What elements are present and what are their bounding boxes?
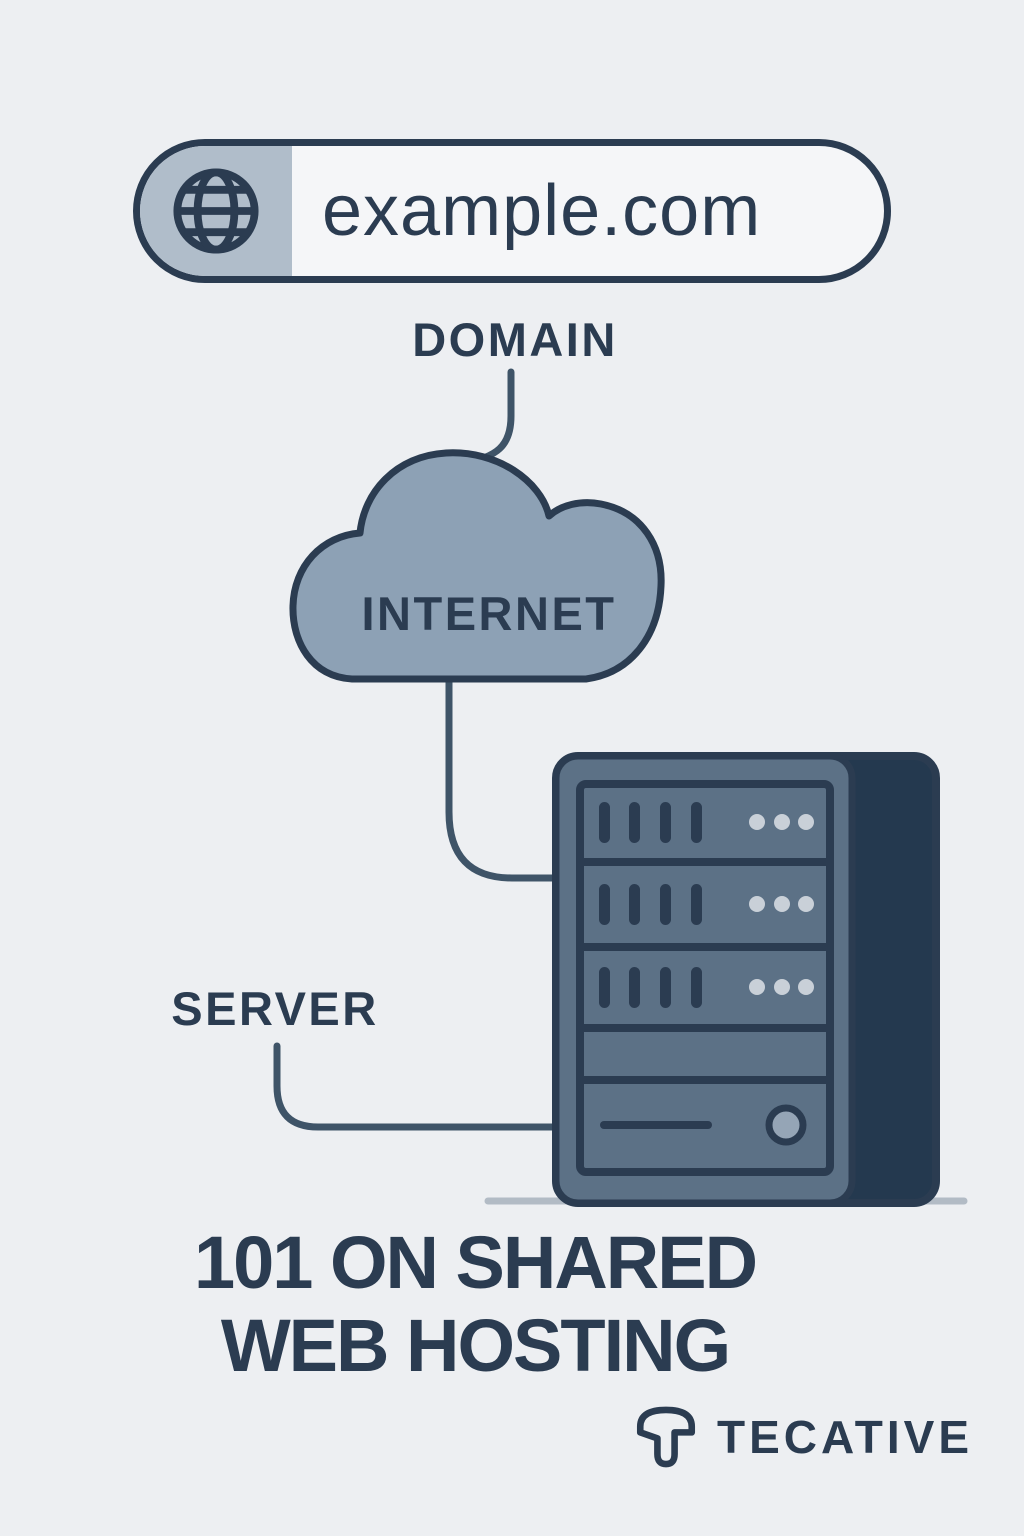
server-led-dots (749, 814, 814, 995)
internet-cloud-shape (289, 449, 665, 683)
domain-label: DOMAIN (412, 313, 618, 366)
brand-name: TECATIVE (717, 1411, 974, 1463)
power-button (765, 1104, 807, 1146)
title-line-2: WEB HOSTING (220, 1303, 731, 1387)
url-text: example.com (322, 171, 762, 251)
domain-connector-line (458, 368, 515, 468)
rack-vent-slots (599, 802, 702, 1008)
drive-slot-line (600, 1121, 712, 1129)
tecative-logo-icon (636, 1406, 696, 1468)
server-connector-line (273, 1042, 568, 1131)
rack-unit-dividers (580, 858, 830, 1084)
internet-label: INTERNET (361, 587, 617, 640)
server-inner-panel (576, 780, 834, 1176)
globe-icon-glyph (173, 168, 259, 254)
title-line-1: 101 ON SHARED (193, 1221, 758, 1304)
browser-url-bar: example.com (133, 139, 891, 283)
server-front-panel (552, 752, 856, 1207)
server-label: SERVER (171, 982, 379, 1035)
server-illustration (552, 752, 940, 1207)
brand-logo: TECATIVE (633, 1402, 973, 1472)
globe-icon (140, 146, 292, 276)
poster-title: 101 ON SHARED WEB HOSTING (75, 1221, 875, 1388)
internet-to-server-connector-line (445, 672, 568, 882)
